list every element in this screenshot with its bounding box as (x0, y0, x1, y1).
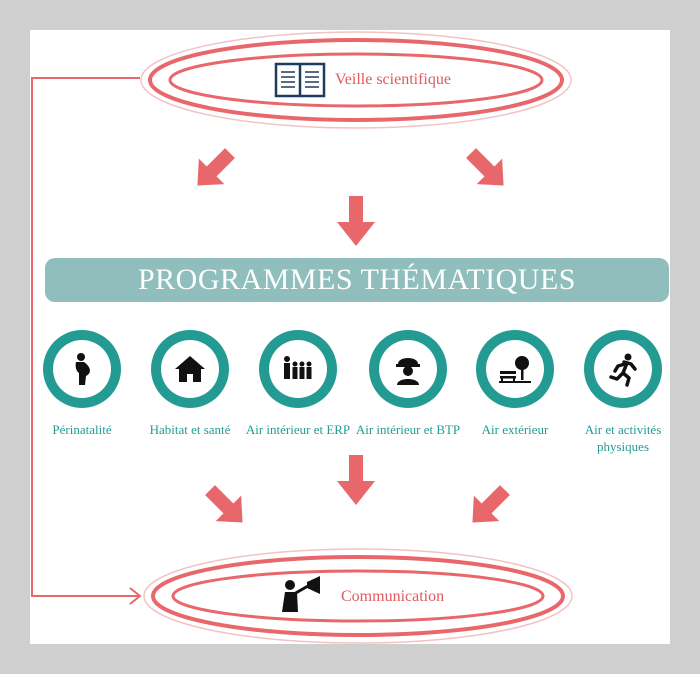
theme-circle (43, 330, 121, 408)
veille-ellipse (140, 31, 572, 129)
arrow-down-right-bottom (205, 485, 243, 523)
arrow-down-left-top (197, 148, 235, 186)
theme-circle (476, 330, 554, 408)
theme-label: Air extérieur (481, 422, 549, 437)
pregnant-woman-icon (75, 353, 90, 385)
theme-circle (259, 330, 337, 408)
communication-label: Communication (341, 588, 445, 605)
arrow-down-top (337, 196, 375, 246)
megaphone-person-icon (282, 576, 320, 612)
veille-scientifique-label: Veille scientifique (335, 71, 451, 88)
feedback-connector (31, 77, 140, 597)
banner-title: PROGRAMMES THÉMATIQUES (137, 263, 576, 296)
theme-label: Périnatalité (52, 422, 112, 437)
runner-icon (609, 353, 637, 387)
theme-air-activites-physiques: Air et activités physiques (563, 330, 683, 455)
arrow-down-right-top (466, 148, 504, 186)
communication-ellipse (143, 548, 573, 644)
theme-air-interieur-erp: Air intérieur et ERP (238, 330, 358, 438)
arrow-down-bottom (337, 455, 375, 505)
park-bench-tree-icon (499, 356, 531, 383)
theme-perinatalite: Périnatalité (22, 330, 142, 438)
diagram-canvas (30, 30, 670, 644)
theme-circle (584, 330, 662, 408)
house-icon (175, 356, 205, 382)
programmes-banner: PROGRAMMES THÉMATIQUES (45, 258, 669, 302)
theme-label: Air intérieur et ERP (245, 422, 351, 437)
construction-worker-icon (396, 358, 420, 385)
theme-label: Air et activités physiques (584, 422, 662, 454)
theme-air-exterieur: Air extérieur (455, 330, 575, 438)
arrow-down-left-bottom (472, 485, 510, 523)
theme-label: Habitat et santé (149, 422, 231, 437)
theme-habitat-sante: Habitat et santé (130, 330, 250, 438)
theme-circle (151, 330, 229, 408)
theme-circle (369, 330, 447, 408)
family-icon (284, 356, 312, 379)
book-icon (274, 62, 326, 98)
theme-label: Air intérieur et BTP (355, 422, 461, 437)
theme-air-interieur-btp: Air intérieur et BTP (348, 330, 468, 438)
feedback-arrowhead (129, 587, 142, 605)
